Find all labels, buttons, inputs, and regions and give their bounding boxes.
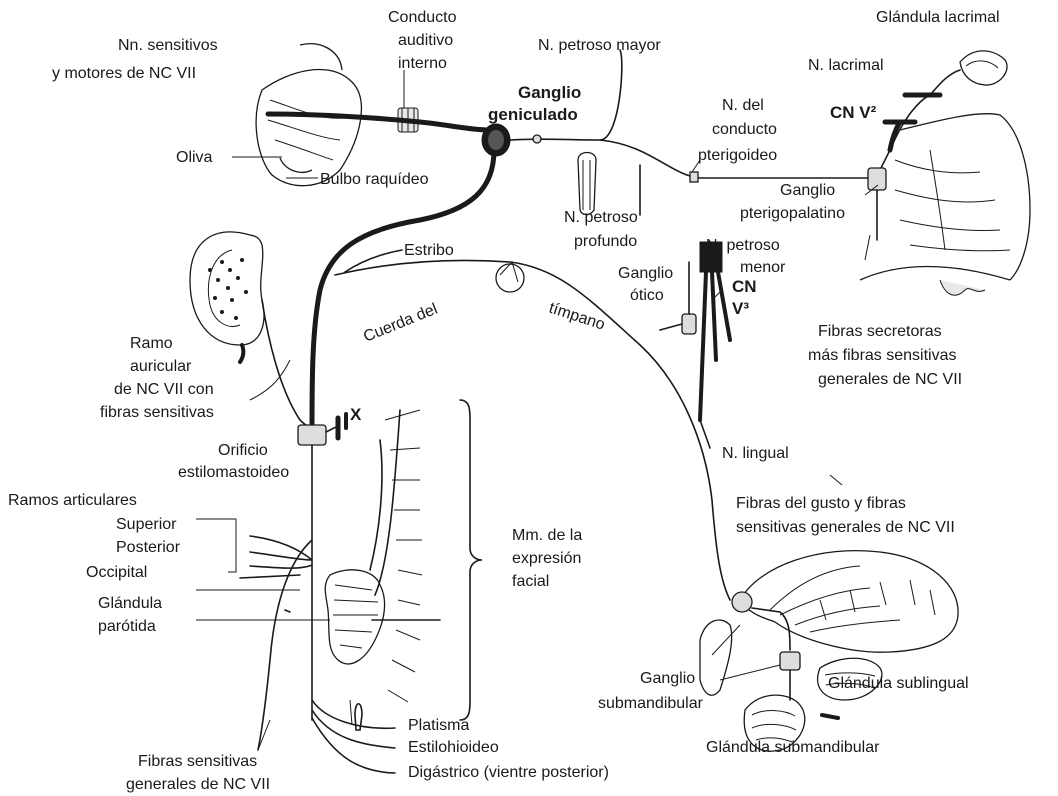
label-parotida: parótida — [98, 618, 156, 635]
label-pterigopalatino: pterigopalatino — [740, 205, 845, 222]
label-petroso-menor: N. petroso — [706, 237, 780, 254]
label-petroso-mayor: N. petroso mayor — [538, 37, 661, 54]
auricular-branch — [262, 300, 346, 445]
label-ramo: Ramo — [130, 335, 173, 352]
label-expresion: expresión — [512, 550, 581, 567]
label-cn-v2: CN V² — [830, 103, 877, 122]
label-ramos-articulares: Ramos articulares — [8, 492, 137, 509]
label-profundo: profundo — [574, 233, 637, 250]
label-conducto: Conducto — [388, 9, 457, 26]
label-glandula-lacrimal: Glándula lacrimal — [876, 9, 1000, 26]
label-digastrico: Digástrico (vientre posterior) — [408, 764, 609, 781]
label-auricular: auricular — [130, 358, 192, 375]
label-auditivo: auditivo — [398, 32, 453, 49]
label-menor: menor — [740, 259, 786, 276]
label-ganglio-submandibular: Ganglio — [640, 670, 695, 687]
label-timpano: tímpano — [547, 300, 607, 334]
label-bulbo: Bulbo raquídeo — [320, 171, 429, 188]
label-fibras-sens-generales: Fibras sensitivas — [138, 753, 257, 770]
label-generales-nc-vii: generales de NC VII — [818, 371, 962, 388]
label-oliva: Oliva — [176, 149, 213, 166]
label-cn-v3-2: V³ — [732, 299, 749, 318]
label-interno: interno — [398, 55, 447, 72]
label-glandula-parotida: Glándula — [98, 595, 162, 612]
label-estilomastoideo: estilomastoideo — [178, 464, 289, 481]
label-ganglio-pter: Ganglio — [780, 182, 835, 199]
nasal-palate-drawing — [860, 114, 1030, 296]
label-estribo: Estribo — [404, 242, 454, 259]
label-fibras-secretoras: Fibras secretoras — [818, 323, 942, 340]
label-generales-de-nc-vii: generales de NC VII — [126, 776, 270, 793]
label-mm-de-la: Mm. de la — [512, 527, 582, 544]
label-estilohioideo: Estilohioideo — [408, 739, 499, 756]
lacrimal-region — [868, 51, 1007, 240]
label-facial: facial — [512, 573, 549, 590]
label-occipital: Occipital — [86, 564, 147, 581]
label-superior: Superior — [116, 516, 177, 533]
label-cn-v3: CN — [732, 277, 757, 296]
label-nn-sensitivos: Nn. sensitivos — [118, 37, 218, 54]
label-n-lingual: N. lingual — [722, 445, 789, 462]
label-ganglio-otico: Ganglio — [618, 265, 673, 282]
label-cuerda: Cuerda del — [361, 301, 440, 346]
label-fibras-gusto: Fibras del gusto y fibras — [736, 495, 906, 512]
label-ganglio-geniculado: Ganglio — [518, 83, 581, 102]
label-pterigoideo: pterigoideo — [698, 147, 777, 164]
label-de-nc-vii: de NC VII con — [114, 381, 214, 398]
label-nn-sensitivos-2: y motores de NC VII — [52, 65, 196, 82]
label-petroso-profundo: N. petroso — [564, 209, 638, 226]
label-submandibular: submandibular — [598, 695, 704, 712]
label-x: X — [350, 405, 362, 424]
label-posterior: Posterior — [116, 539, 181, 556]
label-otico: ótico — [630, 287, 664, 304]
facial-nerve-trunk — [268, 114, 510, 430]
label-orificio: Orificio — [218, 442, 268, 459]
label-ganglio-geniculado-2: geniculado — [488, 105, 578, 124]
muscles-brace — [460, 400, 482, 720]
label-fibras-sensitivas: fibras sensitivas — [100, 404, 214, 421]
label-mas-fibras: más fibras sensitivas — [808, 347, 957, 364]
label-glandula-submandibular: Glándula submandibular — [706, 739, 880, 756]
label-sensitivas-generales: sensitivas generales de NC VII — [736, 519, 955, 536]
label-n-del: N. del — [722, 97, 764, 114]
label-n-lacrimal: N. lacrimal — [808, 57, 884, 74]
auricle-drawing — [190, 232, 264, 362]
label-glandula-sublingual: Glándula sublingual — [828, 675, 969, 692]
tongue-glands-drawing — [700, 551, 958, 752]
label-conducto-pter: conducto — [712, 121, 777, 138]
label-platisma: Platisma — [408, 717, 469, 734]
chorda-tympani — [335, 250, 730, 600]
